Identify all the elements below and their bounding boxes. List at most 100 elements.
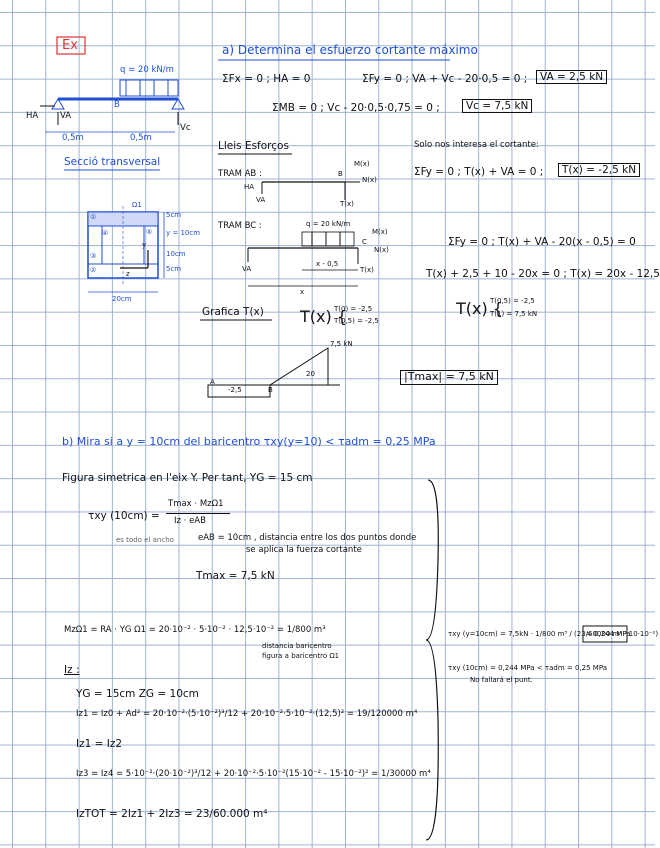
tram-bc-tx: T(x) xyxy=(360,266,374,274)
tram-ab-result: T(x) = -2,5 kN xyxy=(558,163,641,178)
ex-tag: Ex xyxy=(62,38,78,53)
eab-note: eAB = 10cm , distancia entre los dos pun… xyxy=(198,533,417,543)
beam-load-label: q = 20 kN/m xyxy=(120,65,174,75)
section-dim-20: 20cm xyxy=(112,295,132,303)
tram-bc-nx: N(x) xyxy=(374,246,389,254)
beam-ha-label: HA xyxy=(26,111,39,121)
section-dim-5a: 5cm xyxy=(166,211,182,219)
beam-va-label: VA xyxy=(60,111,72,121)
part-b-title: b) Mira si a y = 10cm del baricentro τxy… xyxy=(62,435,436,448)
support-c xyxy=(171,98,185,110)
tmax-box: |Tmax| = 7,5 kN xyxy=(400,370,498,385)
shear-diagram xyxy=(207,347,340,398)
beam-span-1: 0,5m xyxy=(62,133,84,143)
tram-ab-sketch xyxy=(261,181,360,200)
brace-bc: T(x) { xyxy=(456,299,503,318)
eab-note-2: se aplica la fuerza cortante xyxy=(246,545,362,555)
beam-b-label: B xyxy=(114,100,120,110)
tram-ab-b: B xyxy=(338,170,343,178)
moment-eq: MzΩ1 = RA · YG Ω1 = 20·10⁻² · 5·10⁻² · 1… xyxy=(64,625,326,635)
section-dim-5b: 5cm xyxy=(166,265,182,273)
laws-only-cut: Solo nos interesa el cortante: xyxy=(414,140,539,150)
moment-note-1: distancia baricentro xyxy=(262,642,332,650)
cross-section xyxy=(87,206,165,293)
tau-numerator: Tmax · MzΩ1 xyxy=(168,499,224,509)
support-a xyxy=(51,98,65,110)
tau-lhs: τxy (10cm) = xyxy=(88,510,160,522)
section-part-1: ① xyxy=(90,213,97,221)
section-axis-z: z xyxy=(126,270,130,278)
beam-diagram xyxy=(40,79,185,133)
section-dim-10: 10cm xyxy=(166,250,186,258)
section-dim-y: y = 10cm xyxy=(166,229,201,237)
tram-bc-x: x xyxy=(300,288,305,296)
eq-sum-fy: ΣFy = 0 ; VA + Vc - 20·0,5 = 0 ; xyxy=(362,73,528,85)
tram-bc-va: VA xyxy=(242,265,252,273)
iz1-eq: Iz1 = Iz0 + Ad² = 20·10⁻²·(5·10⁻²)³/12 +… xyxy=(76,709,418,719)
eq-sum-mb: ΣMB = 0 ; Vc - 20·0,5·0,75 = 0 ; xyxy=(272,102,440,114)
diag-max-label: 7,5 kN xyxy=(330,340,353,348)
iztot-eq: IzTOT = 2Iz1 + 2Iz3 = 23/60.000 m⁴ xyxy=(76,808,268,820)
side-note: es todo el ancho xyxy=(116,536,174,544)
eq-sum-fx: ΣFx = 0 ; HA = 0 xyxy=(222,73,311,85)
diag-a-label: A xyxy=(210,378,215,386)
diag-slope-label: 20 xyxy=(306,370,315,378)
result-box xyxy=(582,625,628,643)
web-right xyxy=(143,225,159,265)
symmetry-note: Figura simetrica en l'eix Y. Per tant, Y… xyxy=(62,472,313,484)
tram-bc-sketch xyxy=(247,231,359,287)
iz3-eq: Iz3 = Iz4 = 5·10⁻²·(20·10⁻²)³/12 + 20·10… xyxy=(76,769,431,779)
section-part-4: ④ xyxy=(102,229,109,237)
tram-ab-tx: T(x) xyxy=(340,200,354,208)
load-block xyxy=(119,79,179,97)
section-axis-y: y xyxy=(142,241,147,249)
right-brace xyxy=(425,479,439,841)
t-bc-1: T(0,5) = -2,5 xyxy=(490,297,535,305)
shear-negative-block xyxy=(207,384,271,398)
tram-bc-title: TRAM BC : xyxy=(218,221,262,231)
part-a-title: a) Determina el esfuerzo cortante máximo xyxy=(222,43,478,57)
t-ab-1: T(0) = -2,5 xyxy=(334,305,373,313)
result-tau-eq: τxy (y=10cm) = 7,5kN · 1/800 m³ / (23/60… xyxy=(448,630,659,638)
tram-ab-mx: M(x) xyxy=(354,160,370,168)
section-part-5: ⑤ xyxy=(146,228,153,236)
tmax-value: Tmax = 7,5 kN xyxy=(196,570,275,582)
tram-ab-nx: N(x) xyxy=(362,176,377,184)
diag-left-label: -2,5 xyxy=(228,386,242,394)
t-bc-2: T(1) = 7,5 kN xyxy=(490,310,538,318)
section-part-3: ③ xyxy=(90,252,97,260)
shear-positive-triangle xyxy=(269,347,329,386)
tram-bc-c: C xyxy=(362,238,367,246)
iz1-iz2: Iz1 = Iz2 xyxy=(76,738,123,750)
t-ab-2: T(0,5) = -2,5 xyxy=(334,317,379,325)
iz-title: Iz : xyxy=(64,664,80,676)
result-note: No fallará el punt. xyxy=(470,676,533,684)
diag-b-label: B xyxy=(268,386,273,394)
moment-note-2: figura a baricentro Ω1 xyxy=(262,652,340,660)
beam-vc-label: Vc xyxy=(180,123,191,133)
ex-tag-box xyxy=(56,36,86,55)
section-title: Secció transversal xyxy=(64,156,161,168)
tau-fraction-bar xyxy=(166,513,230,514)
section-part-2: ② xyxy=(90,266,97,274)
laws-title: Lleis Esforços xyxy=(218,140,289,152)
grafica-title: Grafica T(x) xyxy=(202,306,264,318)
eq-vc-result: Vc = 7,5 kN xyxy=(462,99,533,114)
tram-ab-va: VA xyxy=(256,196,266,204)
tram-bc-load: q = 20 kN/m xyxy=(306,220,351,228)
eq-va-result: VA = 2,5 kN xyxy=(536,70,608,85)
beam-span-2: 0,5m xyxy=(130,133,152,143)
tram-ab-equation: ΣFy = 0 ; T(x) + VA = 0 ; xyxy=(414,166,544,178)
web-left xyxy=(87,225,103,265)
tram-bc-x05: x - 0,5 xyxy=(316,260,339,268)
tram-bc-mx: M(x) xyxy=(372,228,388,236)
yg-zg: YG = 15cm ZG = 10cm xyxy=(76,688,199,700)
tau-denominator: Iz · eAB xyxy=(174,516,206,526)
section-omega: Ω1 xyxy=(132,201,142,209)
result-comparison: τxy (10cm) = 0,244 MPa < τadm = 0,25 MPa xyxy=(448,664,608,672)
tram-bc-eq1: ΣFy = 0 ; T(x) + VA - 20(x - 0,5) = 0 xyxy=(448,236,636,248)
tram-ab-ha: HA xyxy=(244,183,255,191)
tram-ab-title: TRAM AB : xyxy=(218,169,262,179)
